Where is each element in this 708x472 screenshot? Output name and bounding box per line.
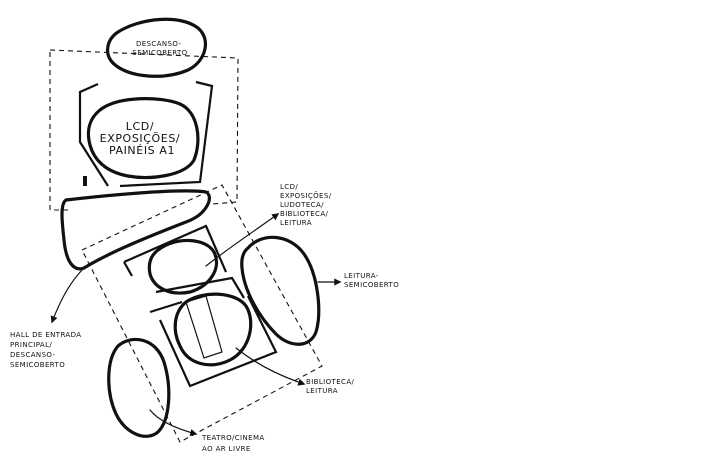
lower-dashed-zone bbox=[81, 184, 323, 443]
lcd-small-block bbox=[83, 176, 87, 186]
lcd-wall-right bbox=[119, 80, 214, 188]
label-lcd-main: LCD/ EXPOSIÇÕES/ PAINÉIS A1 bbox=[100, 120, 185, 157]
upper-dashed-zone bbox=[49, 49, 239, 211]
label-biblioteca: BIBLIOTECA/ LEITURA bbox=[306, 378, 357, 395]
label-lcd-right: LCD/ EXPOSIÇÕES/ LUDOTECA/ BIBLIOTECA/ L… bbox=[280, 183, 334, 227]
ludoteca-blob bbox=[147, 238, 219, 295]
hall-blob bbox=[60, 189, 211, 271]
module-wall-mid bbox=[155, 276, 245, 299]
biblioteca-blob bbox=[173, 292, 253, 367]
label-teatro: TEATRO/CINEMA AO AR LIVRE bbox=[201, 434, 267, 453]
teatro-blob bbox=[107, 337, 171, 438]
arrow-hall bbox=[50, 267, 85, 324]
arrow-lcd-right bbox=[205, 213, 280, 267]
arrow-biblioteca bbox=[235, 347, 306, 386]
label-leitura: LEITURA- SEMICOBERTO bbox=[344, 272, 399, 289]
lcd-main-blob bbox=[86, 97, 200, 180]
module-wall-lower bbox=[149, 295, 278, 388]
arrow-teatro bbox=[149, 409, 198, 436]
module-wall-top bbox=[123, 224, 228, 273]
leitura-blob bbox=[240, 235, 321, 346]
label-descanso-top: DESCANSO- SEMICOBERTO bbox=[132, 40, 187, 57]
lcd-wall-left bbox=[78, 82, 109, 187]
label-hall: HALL DE ENTRADA PRINCIPAL/ DESCANSO- SEM… bbox=[10, 331, 84, 369]
biblioteca-strip bbox=[185, 295, 223, 359]
descanso-blob bbox=[106, 17, 208, 78]
module-wall-left bbox=[123, 261, 133, 277]
